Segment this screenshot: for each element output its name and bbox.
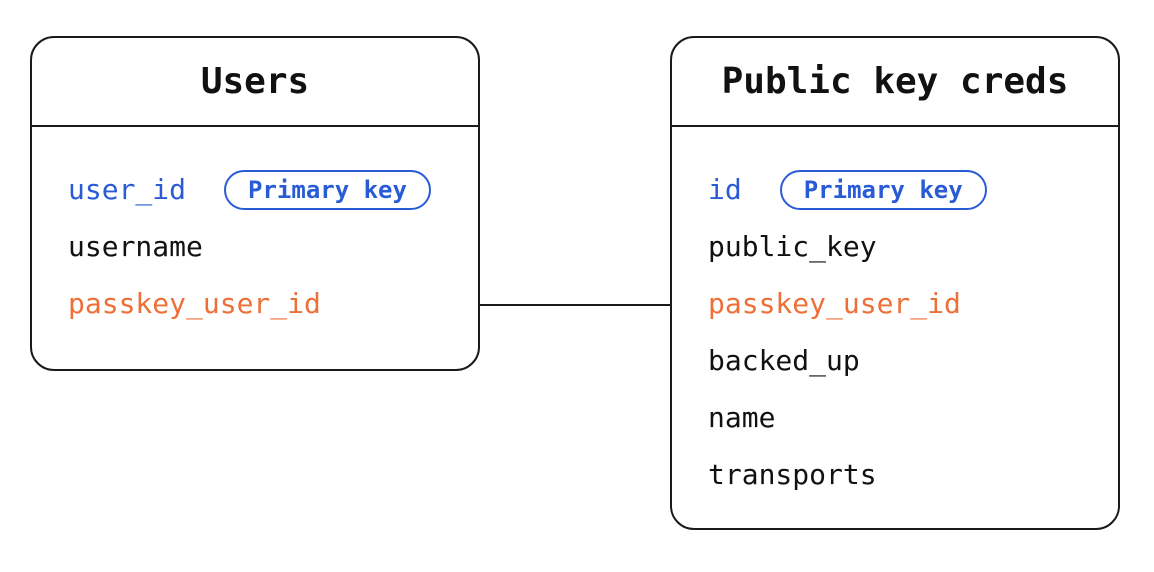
field-name: name bbox=[708, 401, 776, 434]
table-users-title: Users bbox=[32, 38, 478, 127]
field-row-passkey-user-id: passkey_user_id bbox=[68, 275, 478, 332]
field-id: id bbox=[708, 173, 742, 206]
field-row-username: username bbox=[68, 218, 478, 275]
field-backed-up: backed_up bbox=[708, 344, 860, 377]
field-passkey-user-id: passkey_user_id bbox=[708, 287, 961, 320]
field-row-id: id Primary key bbox=[708, 161, 1118, 218]
field-row-user-id: user_id Primary key bbox=[68, 161, 478, 218]
field-username: username bbox=[68, 230, 203, 263]
field-row-backed-up: backed_up bbox=[708, 332, 1118, 389]
field-passkey-user-id: passkey_user_id bbox=[68, 287, 321, 320]
primary-key-badge: Primary key bbox=[224, 169, 431, 210]
table-users-fields: user_id Primary key username passkey_use… bbox=[32, 127, 478, 332]
field-row-passkey-user-id: passkey_user_id bbox=[708, 275, 1118, 332]
table-public-key-creds: Public key creds id Primary key public_k… bbox=[670, 36, 1120, 530]
relationship-line bbox=[480, 304, 670, 306]
table-public-key-creds-fields: id Primary key public_key passkey_user_i… bbox=[672, 127, 1118, 503]
field-user-id: user_id bbox=[68, 173, 187, 206]
field-public-key: public_key bbox=[708, 230, 877, 263]
table-users: Users user_id Primary key username passk… bbox=[30, 36, 480, 371]
field-transports: transports bbox=[708, 458, 877, 491]
field-row-name: name bbox=[708, 389, 1118, 446]
field-row-public-key: public_key bbox=[708, 218, 1118, 275]
field-row-transports: transports bbox=[708, 446, 1118, 503]
primary-key-badge: Primary key bbox=[779, 169, 987, 210]
table-public-key-creds-title: Public key creds bbox=[672, 38, 1118, 127]
